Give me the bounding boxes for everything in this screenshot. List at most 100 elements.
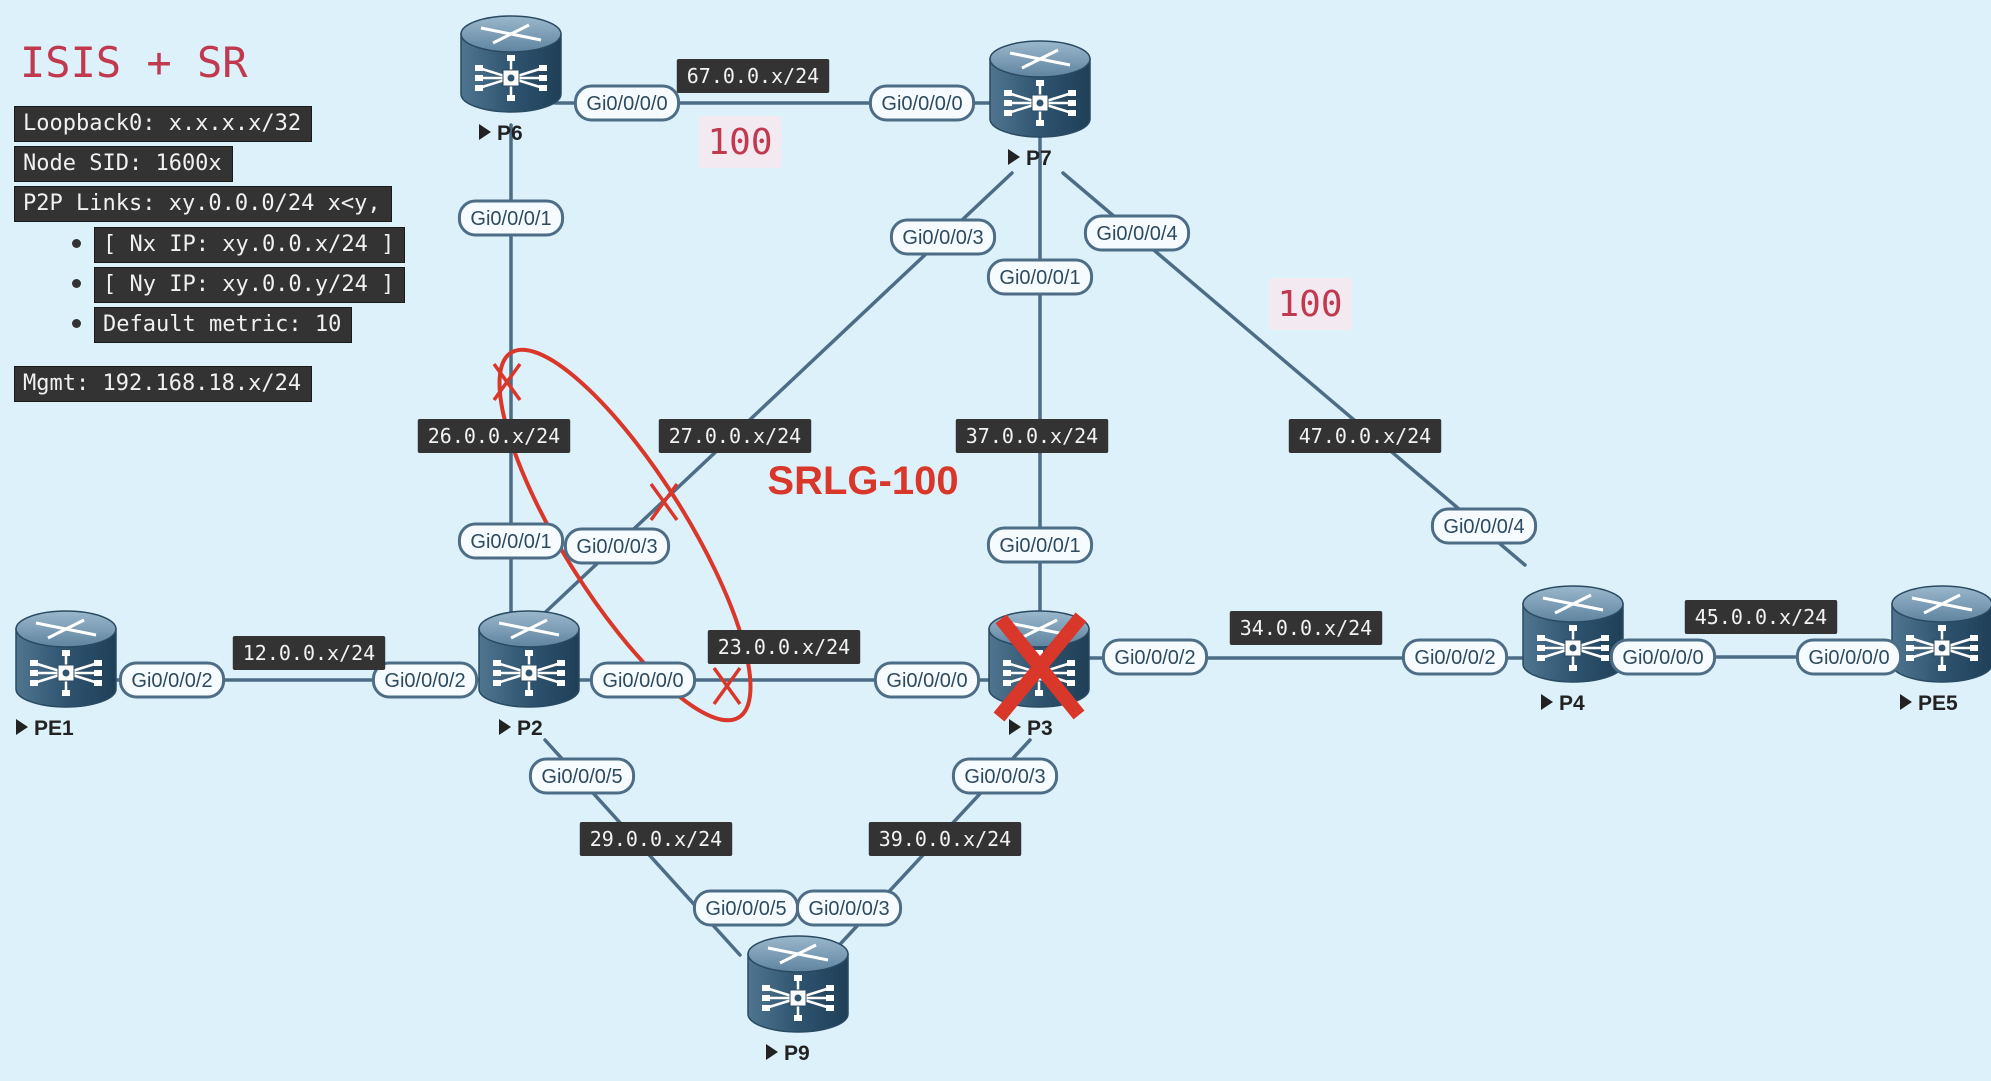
interface-label: Gi0/0/0/2 [371,661,479,699]
subnet-text: 34.0.0.x/24 [1240,616,1372,640]
subnet-text: 12.0.0.x/24 [243,641,375,665]
interface-label: Gi0/0/0/0 [873,661,981,699]
srlg-group: SRLG-100 [492,347,959,723]
interface-label: Gi0/0/0/5 [692,889,800,927]
subnet-label: 23.0.0.x/24 [707,630,861,664]
router-icon[interactable] [989,40,1091,138]
srlg-label: SRLG-100 [767,459,958,503]
subnet-label: 26.0.0.x/24 [417,419,571,453]
interface-text: Gi0/0/0/0 [886,670,967,692]
interface-label: Gi0/0/0/5 [528,757,636,795]
subnet-label: 37.0.0.x/24 [955,419,1109,453]
subnet-label: 45.0.0.x/24 [1684,600,1838,634]
router-icon[interactable] [15,610,117,708]
interface-text: Gi0/0/0/4 [1443,516,1524,538]
play-triangle-icon [1900,694,1912,710]
interface-text: Gi0/0/0/2 [1114,647,1195,669]
subnet-text: 37.0.0.x/24 [966,424,1098,448]
interface-text: Gi0/0/0/0 [586,93,667,115]
subnet-text: 29.0.0.x/24 [590,827,722,851]
router-icon[interactable] [478,610,580,708]
play-triangle-icon [1009,719,1021,735]
interface-text: Gi0/0/0/5 [541,766,622,788]
interface-text: Gi0/0/0/0 [881,93,962,115]
interface-text: Gi0/0/0/4 [1096,223,1177,245]
play-triangle-icon [16,719,28,735]
router-label: PE1 [34,717,74,740]
interface-text: Gi0/0/0/0 [1622,647,1703,669]
interface-text: Gi0/0/0/1 [999,267,1080,289]
interface-text: Gi0/0/0/1 [470,531,551,553]
interface-label: Gi0/0/0/1 [986,258,1094,296]
interface-text: Gi0/0/0/0 [602,670,683,692]
link-failure-x-icon [492,362,522,402]
legend-title: ISIS + SR [20,38,248,87]
legend-default-metric: Default metric: 10 [94,307,353,343]
subnet-label: 29.0.0.x/24 [579,822,733,856]
play-triangle-icon [499,719,511,735]
legend-loopback: Loopback0: x.x.x.x/32 [14,106,313,142]
subnet-text: 45.0.0.x/24 [1695,605,1827,629]
interface-label: Gi0/0/0/0 [1795,638,1903,676]
router-icon[interactable] [747,935,849,1033]
interface-text: Gi0/0/0/3 [964,766,1045,788]
legend-nx-ip: [ Nx IP: xy.0.0.x/24 ] [94,227,406,263]
interface-text: Gi0/0/0/0 [1808,647,1889,669]
interface-label: Gi0/0/0/3 [563,527,671,565]
interface-label: Gi0/0/0/2 [1101,638,1209,676]
router-label: P4 [1559,692,1585,715]
link-failure-x-icon [712,666,742,706]
router-label: P7 [1026,147,1052,170]
router-label: P6 [497,122,523,145]
legend-p2p-links: P2P Links: xy.0.0.0/24 x<y, [14,186,392,222]
interface-label: Gi0/0/0/0 [1609,638,1717,676]
interface-label: Gi0/0/0/0 [573,84,681,122]
router-icon[interactable] [460,15,562,113]
metric-label: 100 [1268,278,1352,330]
play-triangle-icon [766,1044,778,1060]
subnet-text: 67.0.0.x/24 [687,64,819,88]
metric-text: 100 [707,122,772,163]
router-icon[interactable] [1891,585,1991,683]
interface-text: Gi0/0/0/2 [131,670,212,692]
router-icon[interactable] [1522,585,1624,683]
legend-ny-ip: [ Ny IP: xy.0.0.y/24 ] [94,267,406,303]
interface-text: Gi0/0/0/3 [808,898,889,920]
link-failure-x-icon [649,482,679,522]
interface-label: Gi0/0/0/0 [868,84,976,122]
play-triangle-icon [1541,694,1553,710]
interface-text: Gi0/0/0/2 [1414,647,1495,669]
subnet-text: 23.0.0.x/24 [718,635,850,659]
legend-node-sid: Node SID: 1600x [14,146,233,182]
legend-bullet [72,279,81,288]
interface-text: Gi0/0/0/3 [902,227,983,249]
subnet-text: 27.0.0.x/24 [669,424,801,448]
metric-label: 100 [698,116,782,168]
interface-text: Gi0/0/0/5 [705,898,786,920]
subnet-label: 27.0.0.x/24 [658,419,812,453]
router-label: PE5 [1918,692,1958,715]
interface-label: Gi0/0/0/4 [1430,507,1538,545]
subnet-text: 47.0.0.x/24 [1299,424,1431,448]
srlg-ellipse [497,347,753,723]
subnet-text: 39.0.0.x/24 [879,827,1011,851]
interface-label: Gi0/0/0/3 [951,757,1059,795]
interface-label: Gi0/0/0/0 [589,661,697,699]
subnet-label: 47.0.0.x/24 [1288,419,1442,453]
interface-label: Gi0/0/0/2 [1401,638,1509,676]
interface-text: Gi0/0/0/1 [470,208,551,230]
interface-label: Gi0/0/0/1 [457,522,565,560]
legend-bullet [72,319,81,328]
play-triangle-icon [479,124,491,140]
subnet-label: 12.0.0.x/24 [232,636,386,670]
subnet-label: 39.0.0.x/24 [868,822,1022,856]
subnet-label: 34.0.0.x/24 [1229,611,1383,645]
interface-label: Gi0/0/0/4 [1083,214,1191,252]
interface-label: Gi0/0/0/1 [457,199,565,237]
interface-text: Gi0/0/0/1 [999,535,1080,557]
subnet-label: 67.0.0.x/24 [676,59,830,93]
failure-x-icon [993,612,1087,722]
metric-text: 100 [1277,284,1342,325]
